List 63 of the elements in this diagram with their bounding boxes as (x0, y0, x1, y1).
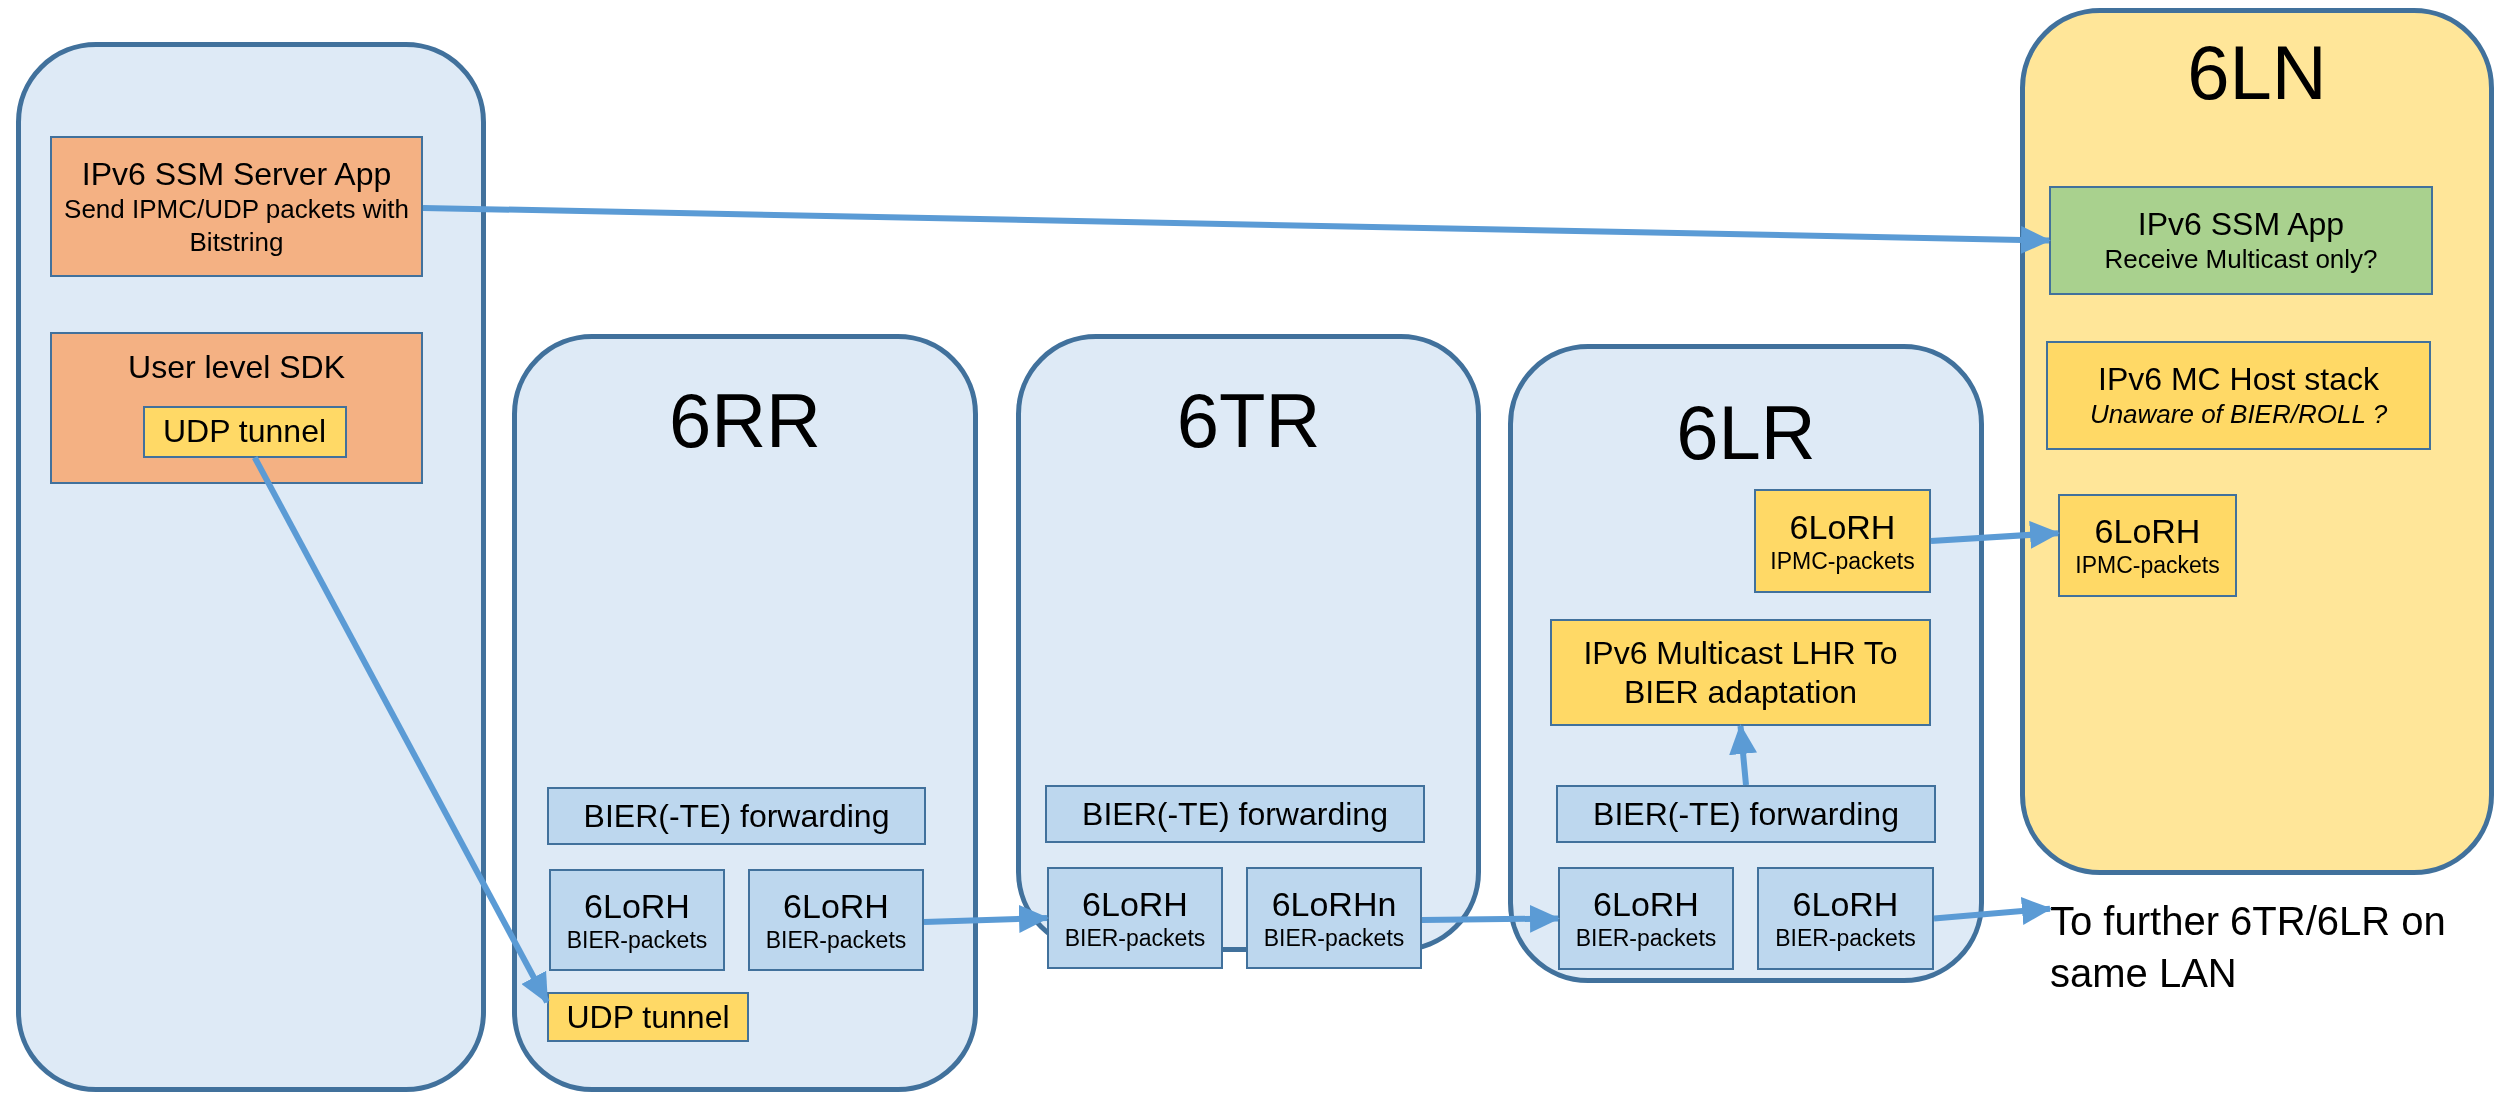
panel-title: 6RR (667, 383, 822, 459)
box-title: 6LoRH (783, 885, 889, 927)
arrow (1421, 904, 1560, 933)
module-box (1047, 867, 1223, 969)
arrow (923, 904, 1049, 933)
box-title: IPv6 MC Host stack (2098, 360, 2379, 399)
arrow (422, 204, 2051, 254)
box-title: BIER(-TE) forwarding (1082, 794, 1388, 834)
box-subtitle: BIER-packets (765, 926, 907, 955)
box-subtitle: IPMC-packets (2075, 552, 2220, 580)
box-subtitle: BIER-packets (1775, 925, 1916, 953)
arrow (1729, 724, 1758, 786)
box-subtitle: BIER-packets (1064, 924, 1206, 953)
device-panel (2020, 8, 2494, 875)
module-box (748, 869, 924, 971)
box-title: UDP tunnel (162, 412, 327, 451)
box-title: IPv6 SSM App (2137, 205, 2345, 244)
module-box (142, 405, 347, 458)
box-subtitle: BIER-packets (1263, 924, 1405, 953)
module-box (2049, 186, 2433, 295)
box-subtitle: Send IPMC/UDP packets with Bitstring (63, 193, 410, 259)
module-box (547, 992, 749, 1042)
box-subtitle: IPMC-packets (1770, 547, 1915, 576)
module-box (1757, 867, 1934, 970)
box-title: 6LoRH (1789, 506, 1896, 548)
arrow (1933, 897, 2052, 925)
module-box (1558, 867, 1734, 970)
box-title: 6LoRH (1792, 884, 1899, 926)
box-title: 6LoRH (2094, 511, 2201, 553)
panel-title: 6LN (2186, 35, 2328, 111)
module-box (1045, 785, 1425, 843)
box-subtitle: Unaware of BIER/ROLL ? (2089, 398, 2388, 431)
box-title: 6LoRH (584, 885, 690, 927)
module-box (50, 332, 423, 484)
arrow (252, 456, 550, 1004)
module-box (1550, 619, 1931, 726)
device-panel (16, 42, 486, 1092)
box-title: 6LoRH (1593, 884, 1699, 926)
panel-title: 6TR (1175, 383, 1322, 459)
note-text: To further 6TR/6LR on same LAN (2050, 895, 2470, 1005)
module-box (50, 136, 423, 277)
module-box (2058, 494, 2237, 597)
box-title: BIER(-TE) forwarding (1593, 794, 1899, 834)
box-title: 6LoRHn (1271, 883, 1397, 925)
box-subtitle: BIER-packets (1575, 925, 1717, 953)
box-title: UDP tunnel (566, 997, 730, 1037)
box-title: User level SDK (128, 348, 345, 387)
device-panel (1508, 344, 1984, 983)
box-title: 6LoRH (1082, 883, 1188, 925)
module-box (1246, 867, 1422, 969)
box-title: BIER(-TE) forwarding (583, 796, 890, 836)
box-title: IPv6 Multicast LHR To BIER adaptation (1582, 634, 1899, 711)
module-box (547, 787, 926, 845)
box-subtitle: BIER-packets (566, 926, 708, 955)
device-panel (512, 334, 978, 1092)
box-title: IPv6 SSM Server App (81, 154, 392, 194)
module-box (1754, 489, 1931, 593)
panel-title: 6LR (1675, 395, 1817, 471)
module-box (2046, 341, 2431, 450)
box-subtitle: Receive Multicast only? (2104, 243, 2378, 276)
arrow (1930, 520, 2060, 549)
module-box (549, 869, 725, 971)
module-box (1556, 785, 1936, 843)
